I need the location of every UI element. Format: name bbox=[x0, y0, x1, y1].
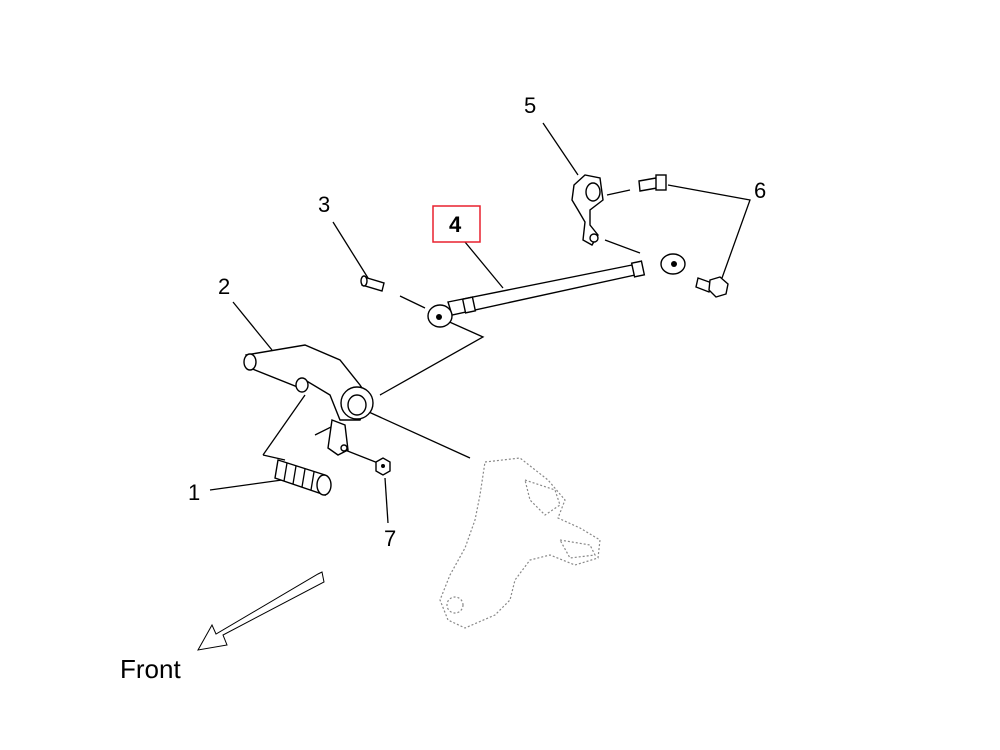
highlight-box bbox=[432, 205, 481, 243]
pin-part-3[interactable] bbox=[360, 275, 385, 292]
front-arrow-icon bbox=[197, 571, 325, 651]
shift-rod-part-4[interactable] bbox=[427, 253, 686, 328]
callout-1[interactable]: 1 bbox=[188, 480, 200, 505]
rubber-peg-part-1[interactable] bbox=[274, 459, 332, 496]
callout-6[interactable]: 6 bbox=[754, 178, 766, 203]
frame-bracket-outline bbox=[439, 457, 601, 629]
callout-2[interactable]: 2 bbox=[218, 274, 230, 299]
leader-lines bbox=[209, 122, 751, 524]
shift-arm-part-5[interactable] bbox=[571, 174, 604, 246]
nut-part-7[interactable] bbox=[375, 457, 391, 476]
shift-pedal-part-2[interactable] bbox=[243, 344, 374, 456]
front-direction-label: Front bbox=[120, 654, 181, 684]
callout-5[interactable]: 5 bbox=[524, 93, 536, 118]
callout-3[interactable]: 3 bbox=[318, 192, 330, 217]
callout-4[interactable]: 4 bbox=[449, 212, 462, 237]
callout-7[interactable]: 7 bbox=[384, 526, 396, 551]
bolt-part-6[interactable] bbox=[638, 174, 729, 298]
